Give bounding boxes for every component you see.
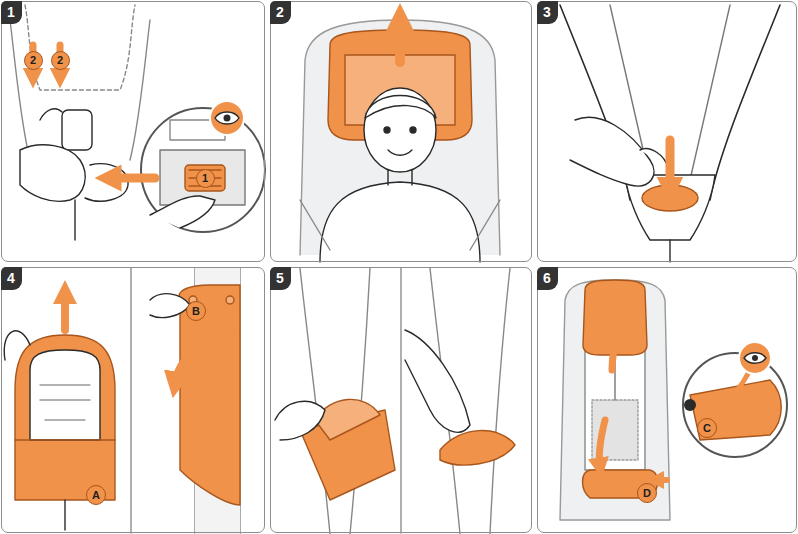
step-panel: 2 <box>270 1 532 262</box>
panel-1-art <box>10 5 265 240</box>
step-number: 2 <box>270 1 291 24</box>
panel-5-art <box>275 268 515 534</box>
panel-2-art <box>300 18 500 262</box>
callout-letter: C <box>697 418 717 438</box>
panel-3-art <box>560 5 780 262</box>
callout-letter: 1 <box>196 169 215 188</box>
step-number: 5 <box>270 267 291 290</box>
step-panel: 6 <box>537 267 797 533</box>
callout-letter: B <box>186 301 206 321</box>
panel-4-art <box>4 268 240 534</box>
divider <box>400 268 401 533</box>
step-number: 3 <box>537 1 558 24</box>
step-panel: 3 <box>537 1 797 262</box>
step-number: 6 <box>537 267 558 290</box>
step-panel: 4 <box>1 267 265 533</box>
step-panel: 1 <box>1 1 265 262</box>
callout-letter: A <box>86 485 106 505</box>
step-number: 1 <box>1 1 22 24</box>
step-number: 4 <box>1 267 22 290</box>
callout-letter: D <box>637 483 657 503</box>
callout-letter: 2 <box>24 51 43 70</box>
panel-6-art <box>560 280 787 520</box>
callout-letter: 2 <box>51 51 70 70</box>
divider <box>130 268 131 533</box>
step-panel: 5 <box>270 267 532 533</box>
